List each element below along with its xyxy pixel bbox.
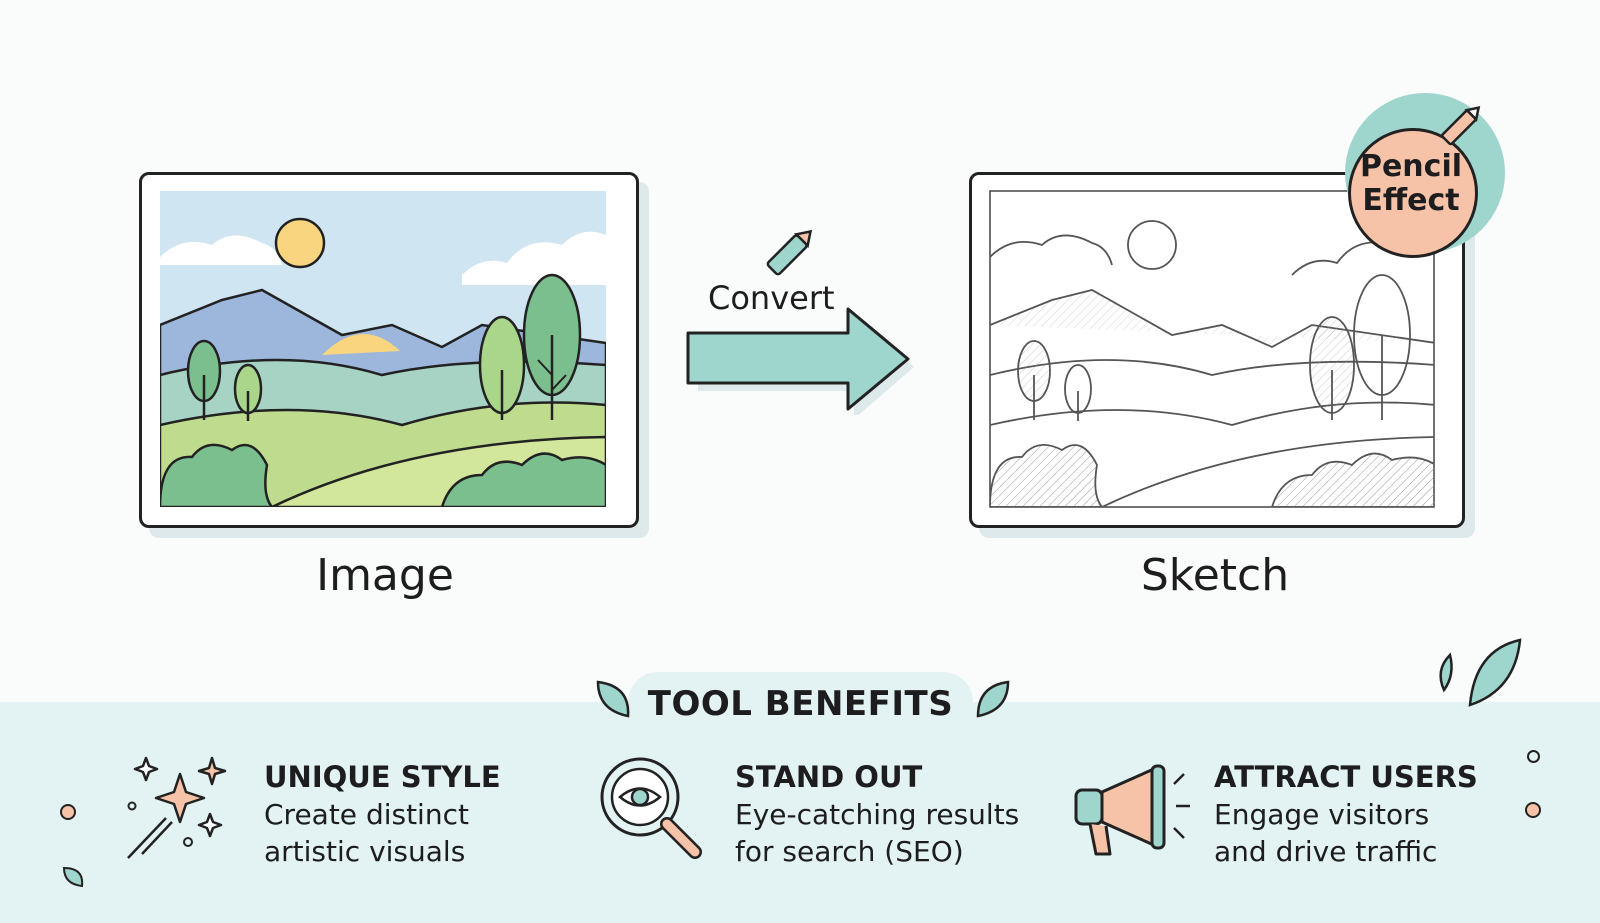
dot-decoration (1527, 750, 1540, 763)
input-image-frame (139, 172, 639, 528)
convert-arrow-icon (686, 307, 914, 415)
benefit-title: UNIQUE STYLE (264, 760, 501, 794)
leaf-icon (976, 680, 1010, 718)
benefits-title-pill (628, 672, 973, 734)
pencil-icon (766, 229, 813, 276)
leaf-icon (596, 680, 630, 718)
magnifier-eye-icon (600, 757, 702, 859)
benefit-desc: Create distinct artistic visuals (264, 798, 469, 868)
benefit-stand-out: STAND OUT Eye-catching results for searc… (735, 758, 1035, 870)
benefit-attract-users: ATTRACT USERS Engage visitors and drive … (1214, 758, 1514, 870)
sketch-image-frame (969, 172, 1465, 528)
landscape-illustration (160, 191, 606, 507)
benefit-unique-style: UNIQUE STYLE Create distinct artistic vi… (264, 758, 564, 870)
benefits-title: TOOL BENEFITS (647, 684, 954, 724)
convert-label: Convert (708, 279, 835, 317)
sketch-illustration (989, 190, 1435, 508)
pencil-effect-badge (1348, 128, 1478, 258)
dot-decoration (1525, 802, 1541, 818)
input-label: Image (316, 550, 454, 601)
benefit-desc: Eye-catching results for search (SEO) (735, 798, 1020, 868)
badge-label: Pencil Effect (1359, 149, 1463, 218)
benefits-panel (0, 702, 1600, 923)
leaves-decoration-icon (1439, 638, 1522, 707)
output-label: Sketch (1140, 550, 1290, 601)
leaf-icon (62, 866, 84, 888)
sparkles-icon (127, 756, 227, 859)
badge-pencil-icon (1441, 106, 1481, 146)
benefit-title: ATTRACT USERS (1214, 760, 1478, 794)
megaphone-icon (1074, 764, 1190, 856)
benefit-title: STAND OUT (735, 760, 923, 794)
dot-decoration (60, 804, 76, 820)
badge-text: Pencil Effect (1346, 150, 1476, 218)
benefit-desc: Engage visitors and drive traffic (1214, 798, 1438, 868)
